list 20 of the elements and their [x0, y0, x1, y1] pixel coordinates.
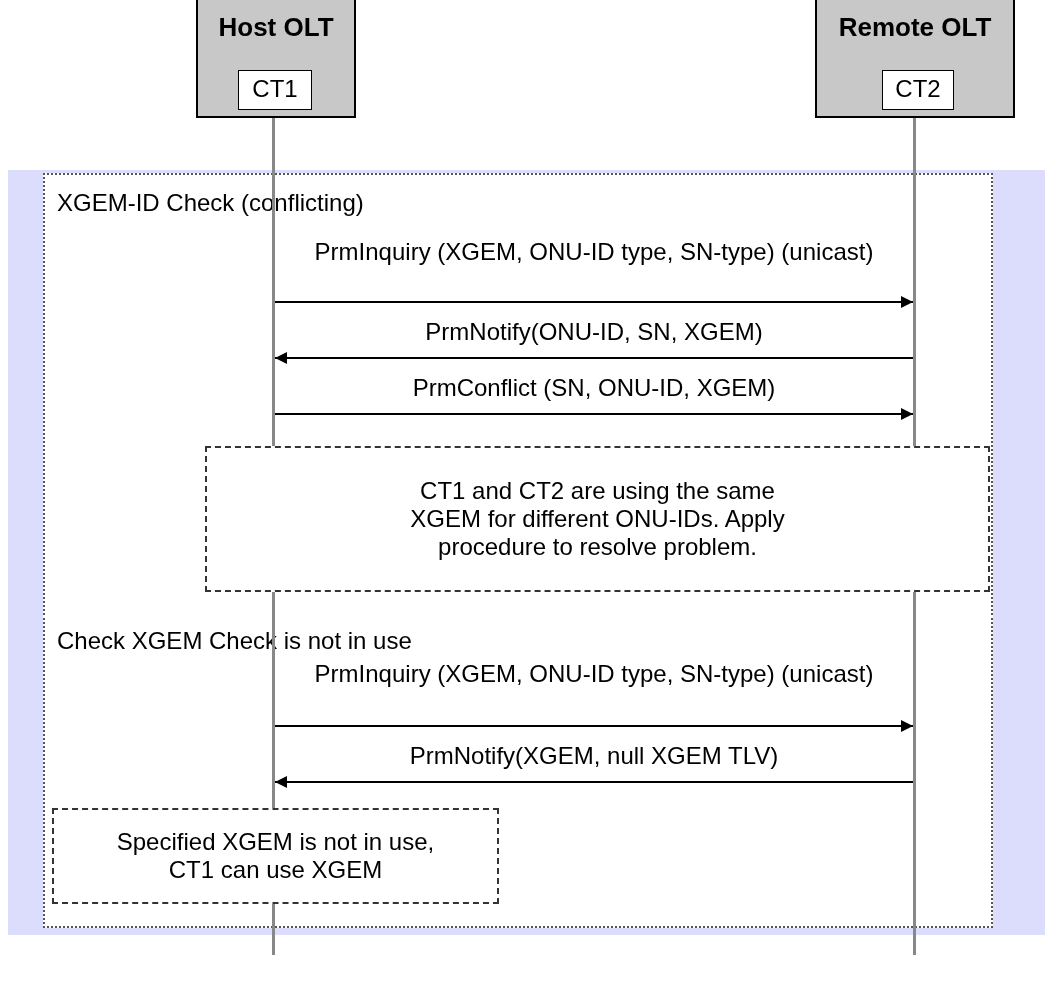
group-title: XGEM-ID Check (conflicting): [57, 189, 364, 217]
note-text: Specified XGEM is not in use, CT1 can use XGEM: [115, 828, 436, 884]
message-arrow: [274, 720, 914, 732]
instance-box: CT1: [238, 70, 312, 110]
entity-name: Remote OLT: [838, 12, 992, 43]
note-box: [205, 446, 990, 592]
group-title: Check XGEM Check is not in use: [57, 627, 412, 655]
message-arrow: [274, 408, 914, 420]
group-frame: [43, 613, 993, 928]
message-arrow: [274, 296, 914, 308]
message-arrow: [274, 352, 914, 364]
entity-name: Host OLT: [218, 12, 334, 43]
entity-box: [815, 0, 1015, 118]
note-box: [52, 808, 499, 904]
instance-box: CT2: [882, 70, 954, 110]
note-text: CT1 and CT2 are using the same XGEM for different ONU-IDs. Apply procedure to resolve problem.: [409, 477, 786, 561]
entity-box: [196, 0, 356, 118]
group-frame: [43, 173, 993, 615]
message-arrow: [274, 776, 914, 788]
lifeline: [913, 118, 916, 955]
